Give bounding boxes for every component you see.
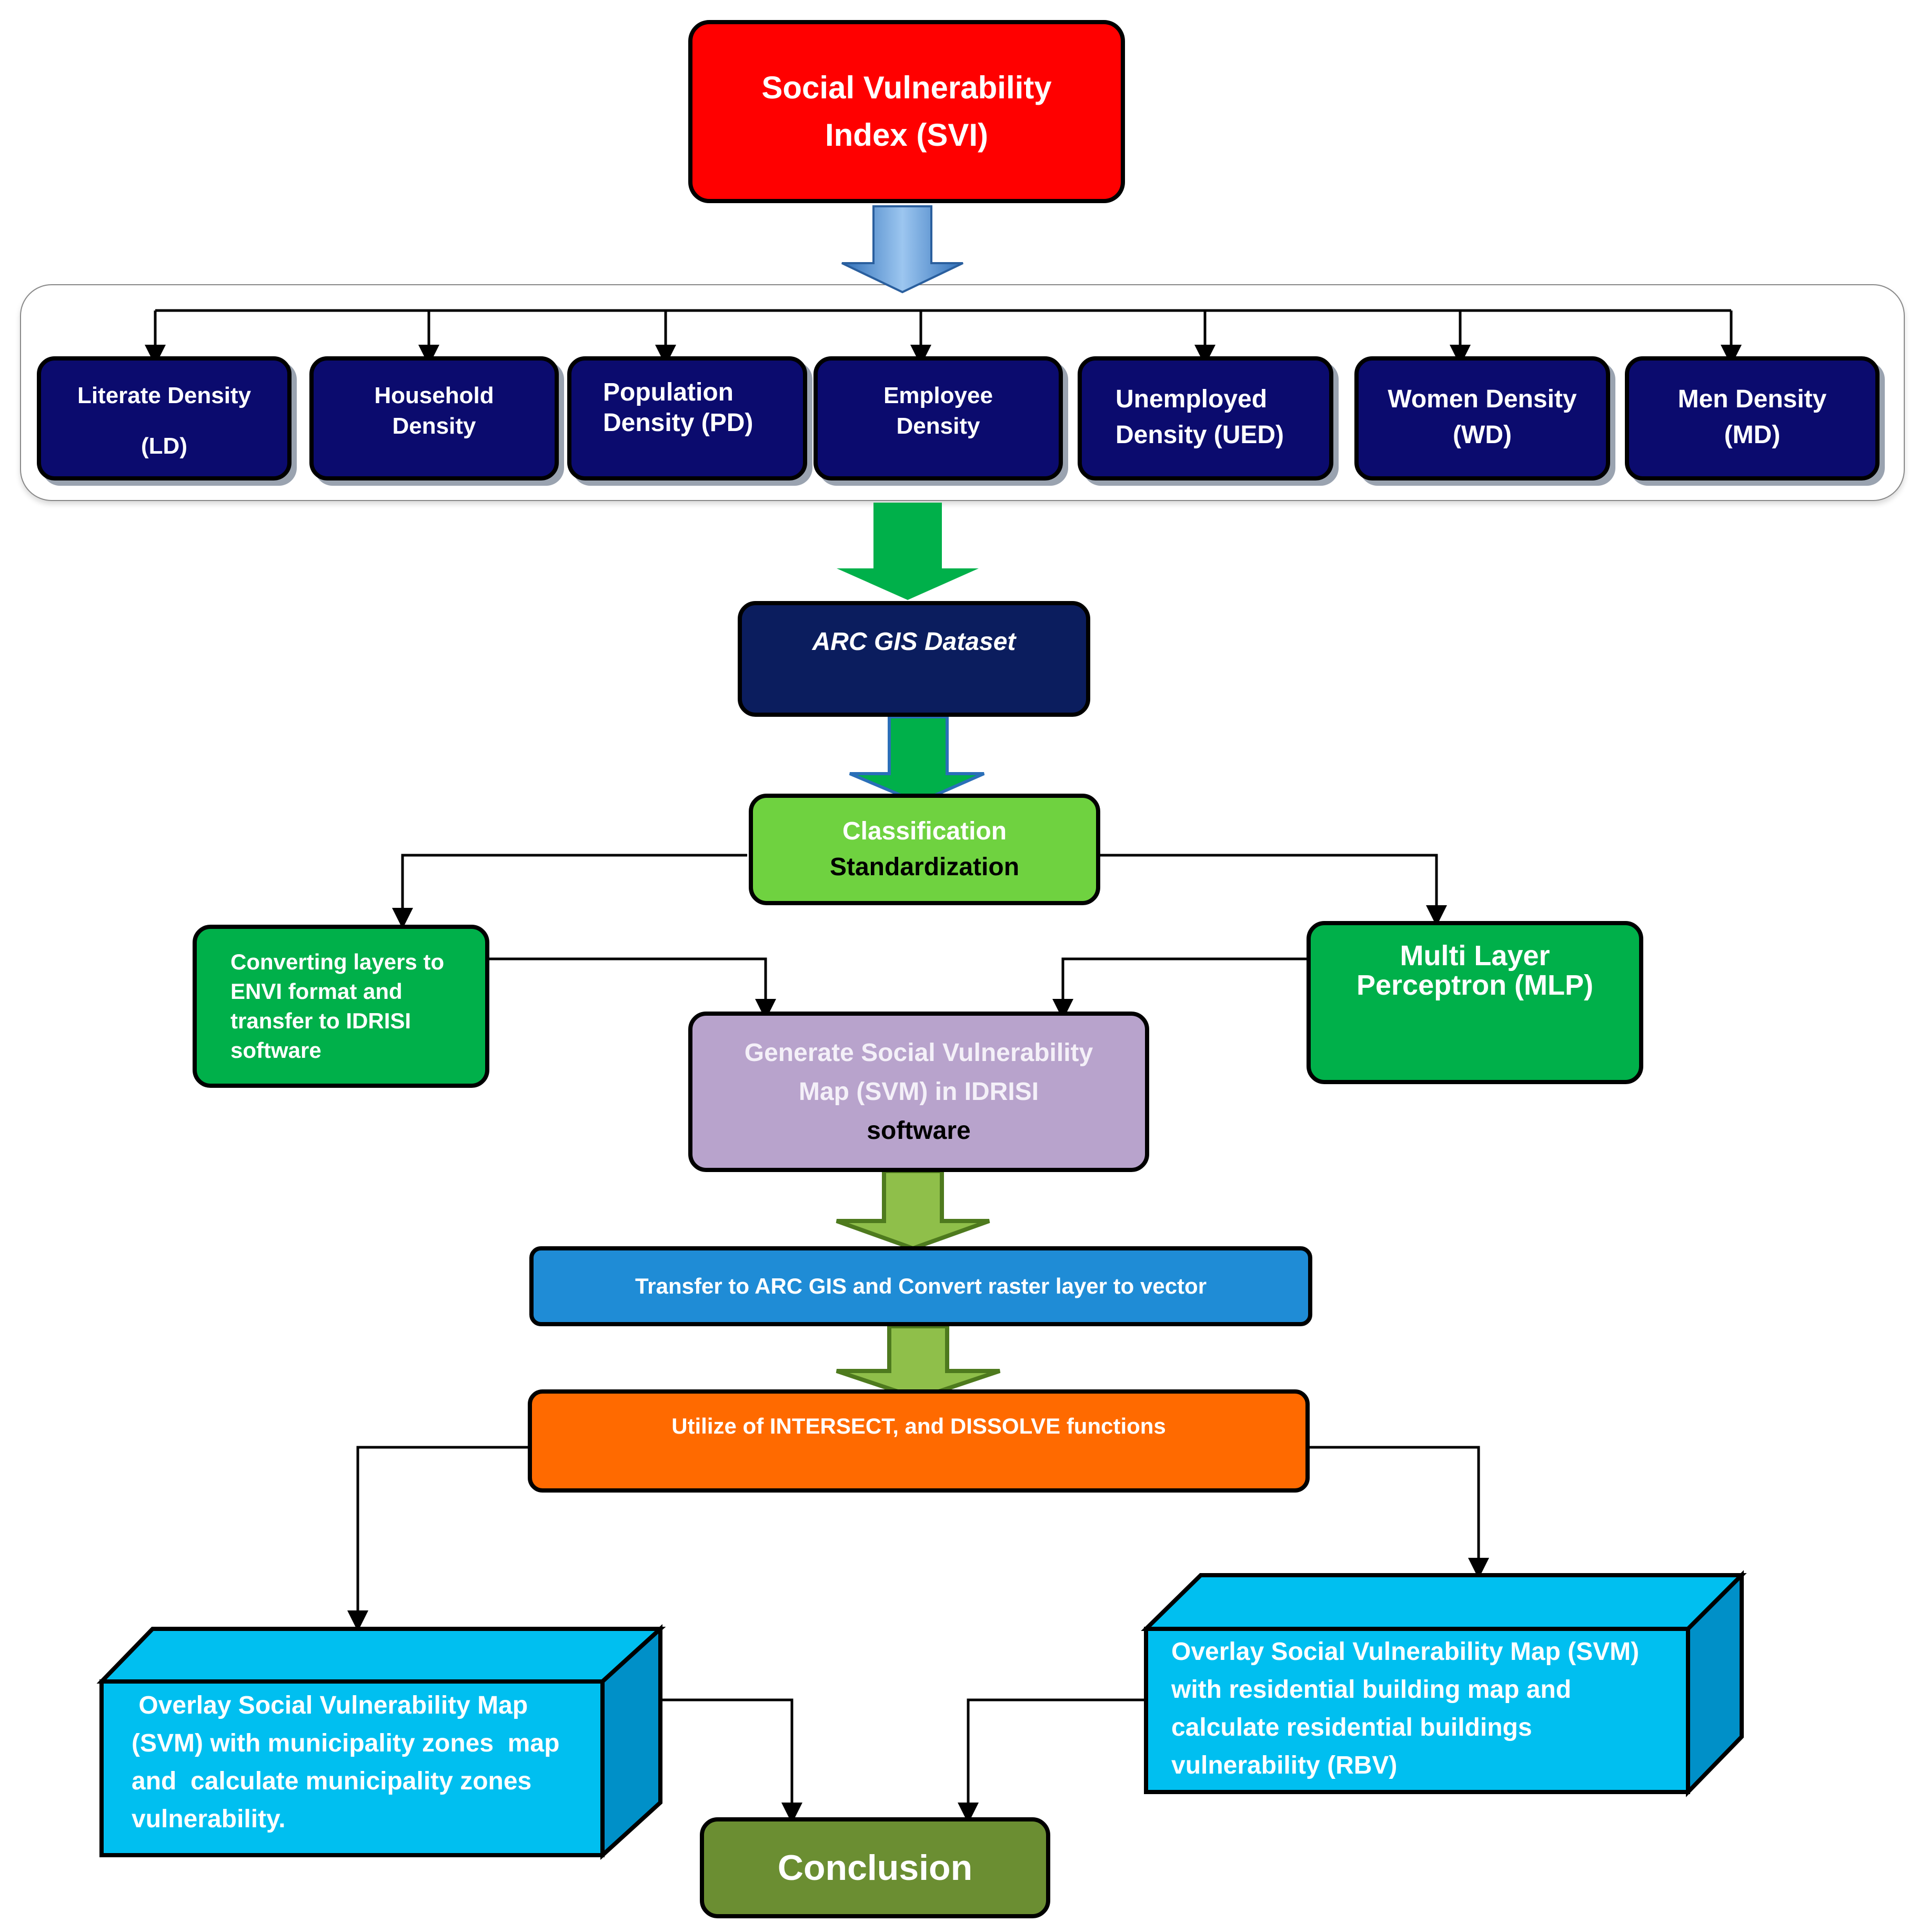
classification-down-arrow xyxy=(849,715,985,805)
generate-label-line3: software xyxy=(867,1116,971,1145)
left-cube-shape xyxy=(96,1624,666,1860)
indicator-employee-density: Employee Density xyxy=(813,356,1063,481)
svi-title-line2: Index (SVI) xyxy=(825,117,989,153)
indicator-women-density: Women Density (WD) xyxy=(1354,356,1610,481)
dataset-label: ARC GIS Dataset xyxy=(812,628,1016,656)
arcgis-dataset-box: ARC GIS Dataset xyxy=(738,601,1090,717)
overlay-right-line2: with residential building map and xyxy=(1171,1676,1572,1704)
generate-svm-box: Generate Social Vulnerability Map (SVM) … xyxy=(688,1012,1149,1172)
indicator-label-line1: Literate Density xyxy=(77,383,252,408)
utilize-label: Utilize of INTERSECT, and DISSOLVE funct… xyxy=(671,1414,1166,1438)
indicator-label-line1: Women Density xyxy=(1388,385,1577,413)
mlp-box: Multi Layer Perceptron (MLP) xyxy=(1307,921,1643,1084)
classification-label-line2: Standardization xyxy=(829,853,1020,881)
classification-label-line1: Classification xyxy=(842,817,1007,845)
overlay-municipality-text: Overlay Social Vulnerability Map (SVM) w… xyxy=(132,1687,595,1838)
indicator-men-density: Men Density (MD) xyxy=(1625,356,1880,481)
indicator-label-line2: (MD) xyxy=(1724,421,1781,449)
indicator-label-line2: Density (PD) xyxy=(603,409,753,437)
indicator-label-line2: (WD) xyxy=(1453,421,1512,449)
transfer-convert-box: Transfer to ARC GIS and Convert raster l… xyxy=(529,1246,1312,1326)
indicator-label-line2: Density (UED) xyxy=(1116,421,1284,449)
converting-label-line4: software xyxy=(230,1038,322,1063)
overlay-right-line3: calculate residential buildings xyxy=(1171,1714,1532,1741)
svi-title-line1: Social Vulnerability xyxy=(761,70,1052,105)
mlp-label-line1: Multi Layer xyxy=(1400,940,1550,972)
indicator-population-density: Population Density (PD) xyxy=(567,356,807,481)
transfer-label: Transfer to ARC GIS and Convert raster l… xyxy=(635,1274,1207,1298)
right-cube-shape xyxy=(1141,1570,1747,1797)
conclusion-box: Conclusion xyxy=(700,1817,1050,1918)
converting-label-line1: Converting layers to xyxy=(230,949,445,974)
indicator-label-line1: Employee xyxy=(883,383,993,408)
svi-down-arrow xyxy=(841,205,963,294)
generate-label-line2: Map (SVM) in IDRISI xyxy=(799,1077,1039,1106)
overlay-left-line4: vulnerability. xyxy=(132,1805,286,1833)
conclusion-label: Conclusion xyxy=(777,1848,973,1888)
indicator-label-line1: Population xyxy=(603,378,734,406)
generate-down-arrow xyxy=(836,1169,990,1251)
indicator-label-line1: Unemployed xyxy=(1116,385,1268,413)
overlay-right-line4: vulnerability (RBV) xyxy=(1171,1751,1398,1779)
indicator-label-line2: Density xyxy=(896,413,980,439)
overlay-left-line1: Overlay Social Vulnerability Map xyxy=(132,1691,528,1719)
overlay-left-line3: and calculate municipality zones xyxy=(132,1767,532,1795)
indicator-unemployed-density: Unemployed Density (UED) xyxy=(1078,356,1333,481)
classification-box: Classification Standardization xyxy=(749,794,1100,905)
overlay-left-line2: (SVM) with municipality zones map xyxy=(132,1729,560,1757)
utilize-functions-box: Utilize of INTERSECT, and DISSOLVE funct… xyxy=(528,1389,1310,1493)
transfer-down-arrow xyxy=(836,1324,1001,1401)
generate-label-line1: Generate Social Vulnerability xyxy=(744,1038,1093,1067)
indicator-label-line1: Men Density xyxy=(1677,385,1827,413)
converting-label-line3: transfer to IDRISI xyxy=(230,1008,411,1033)
indicator-literate-density: Literate Density (LD) xyxy=(37,356,292,481)
indicator-label-line2: (LD) xyxy=(141,433,187,459)
dataset-down-arrow xyxy=(837,503,979,600)
converting-label-line2: ENVI format and xyxy=(230,979,403,1004)
overlay-right-line1: Overlay Social Vulnerability Map (SVM) xyxy=(1171,1638,1640,1666)
svi-box: Social Vulnerability Index (SVI) xyxy=(688,20,1125,203)
indicator-label-line1: Household xyxy=(374,383,494,408)
overlay-residential-text: Overlay Social Vulnerability Map (SVM) w… xyxy=(1171,1633,1682,1789)
mlp-label-line2: Perceptron (MLP) xyxy=(1356,969,1594,1001)
indicator-label-line2: Density xyxy=(392,413,476,439)
indicator-household-density: Household Density xyxy=(309,356,559,481)
converting-layers-box: Converting layers to ENVI format and tra… xyxy=(193,925,489,1088)
